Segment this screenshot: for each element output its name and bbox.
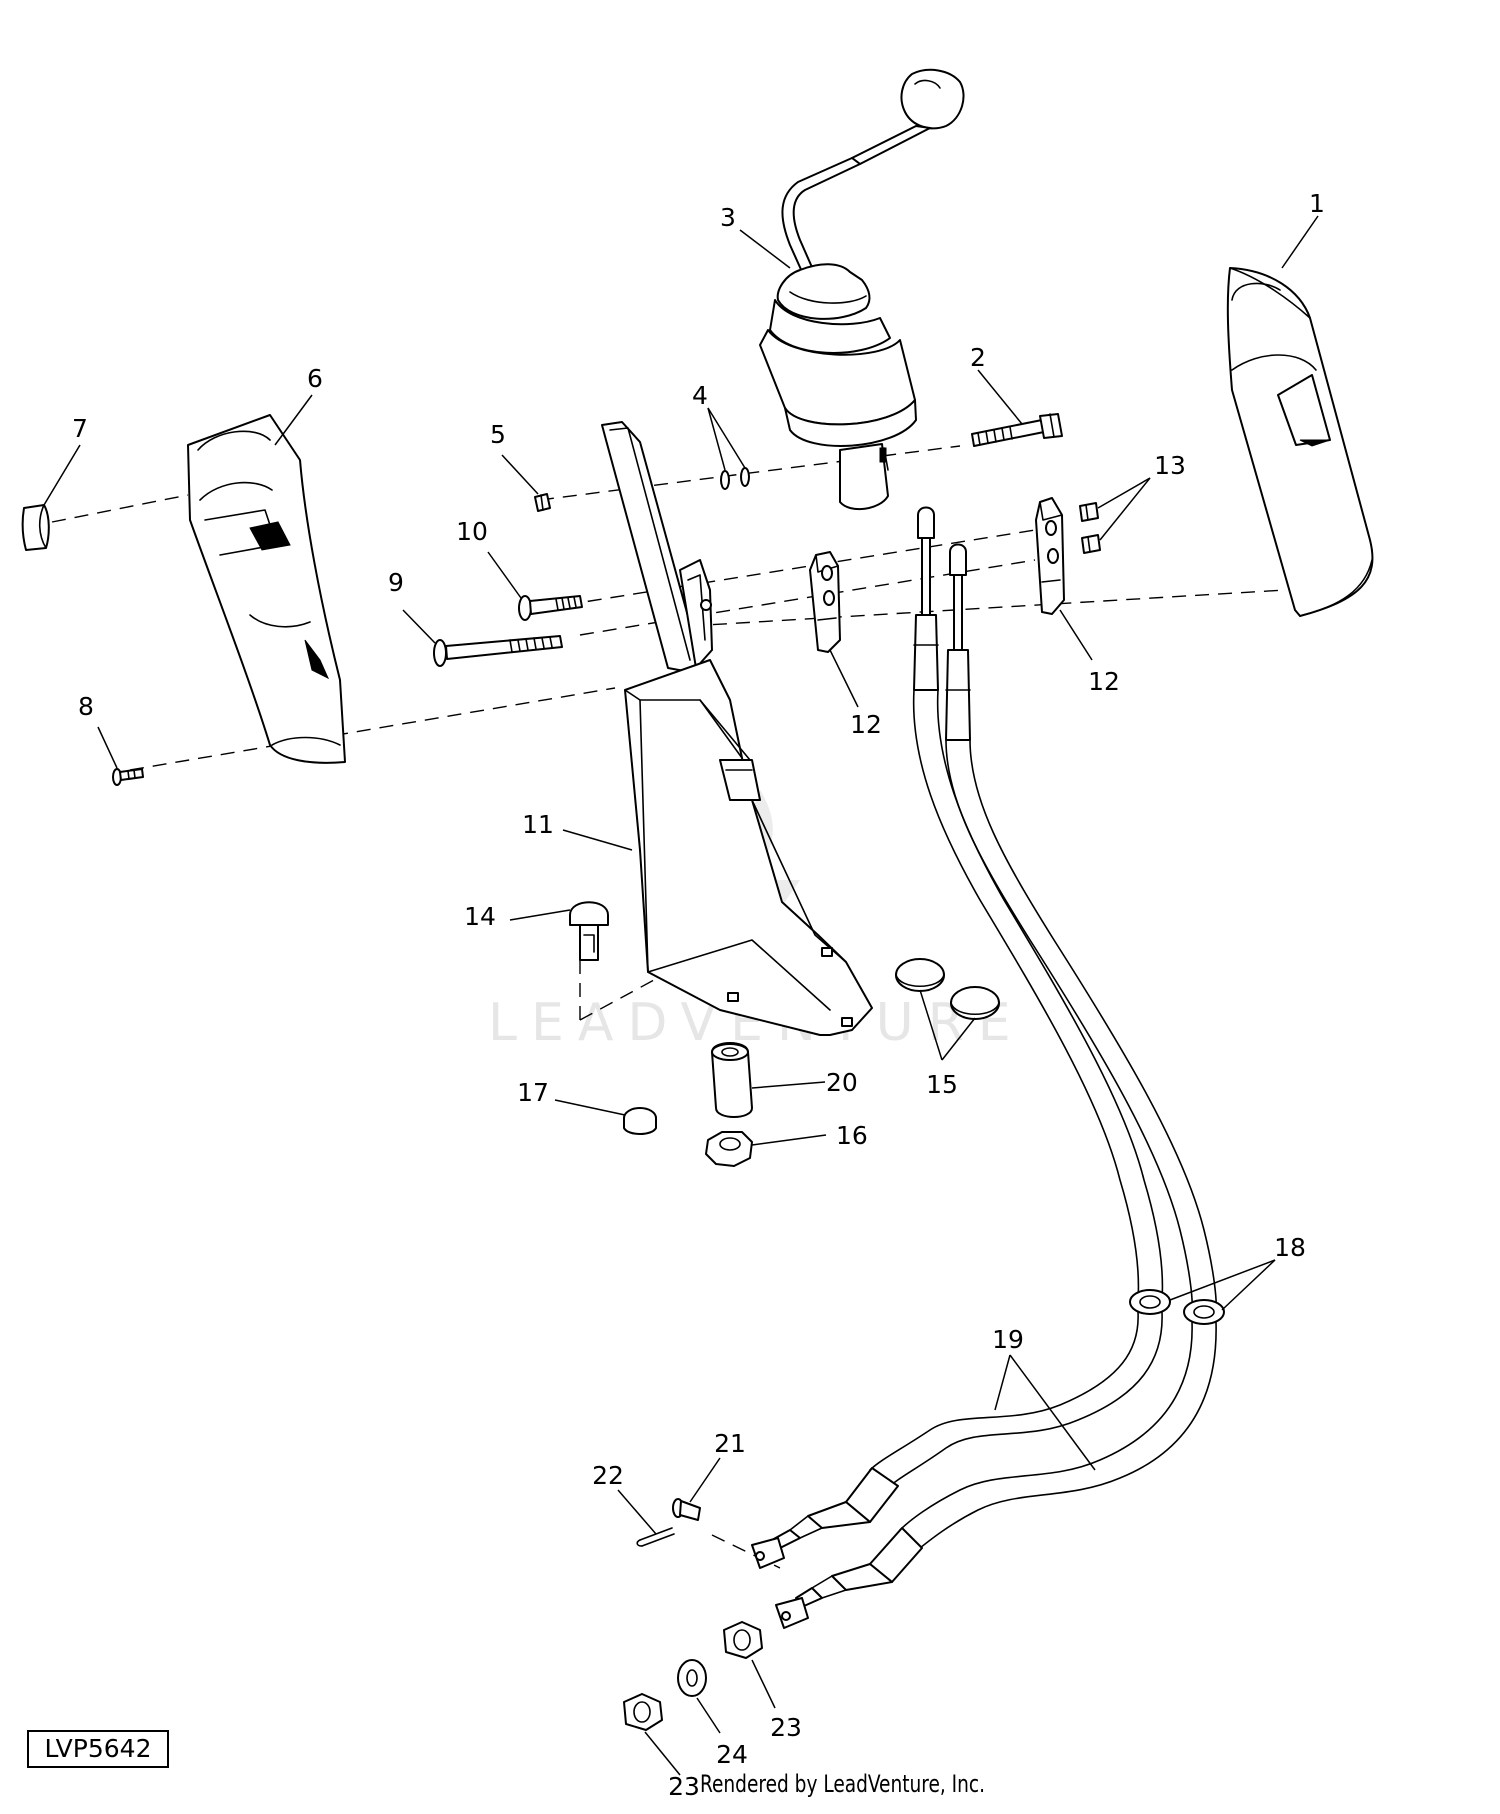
callout-16: 16 <box>836 1121 868 1150</box>
callout-13: 13 <box>1154 451 1186 480</box>
callout-labels: 1 2 3 4 5 6 7 8 9 10 11 12 12 13 14 15 1… <box>72 189 1325 1801</box>
callout-15: 15 <box>926 1070 958 1099</box>
washers <box>720 467 750 490</box>
cotter-pin <box>636 1527 675 1547</box>
left-console-cover <box>187 414 346 764</box>
plugs <box>895 958 1000 1020</box>
flange-nut <box>705 1131 753 1167</box>
callout-5: 5 <box>490 420 506 449</box>
carriage-bolt <box>569 901 609 961</box>
cable-clip-left <box>809 551 841 653</box>
end-cap <box>21 504 50 551</box>
shift-lever-assembly <box>759 68 965 511</box>
callout-3: 3 <box>720 203 736 232</box>
callout-8: 8 <box>78 692 94 721</box>
control-cables <box>751 506 1225 1629</box>
cable-clip-right <box>1035 497 1065 615</box>
leader-lines <box>43 215 1319 1776</box>
spacer <box>711 1042 753 1118</box>
callout-14: 14 <box>464 902 496 931</box>
credit-text: Rendered by LeadVenture, Inc. <box>700 1770 986 1798</box>
bolt-long <box>433 635 563 667</box>
callout-4: 4 <box>692 381 708 410</box>
flat-washer <box>677 1659 707 1697</box>
callout-23-left: 23 <box>668 1772 700 1801</box>
callout-2: 2 <box>970 343 986 372</box>
mounting-bracket <box>601 421 873 1036</box>
callout-22: 22 <box>592 1461 624 1490</box>
callout-24: 24 <box>716 1740 748 1769</box>
callout-7: 7 <box>72 414 88 443</box>
callout-6: 6 <box>307 364 323 393</box>
callout-12-right: 12 <box>1088 667 1120 696</box>
pivot-bolt <box>971 413 1063 447</box>
small-plug <box>623 1107 657 1135</box>
clevis-pin <box>672 1498 701 1521</box>
callout-20: 20 <box>826 1068 858 1097</box>
right-console-cover <box>1226 267 1374 617</box>
diagram-id: LVP5642 <box>27 1730 169 1768</box>
callout-11: 11 <box>522 810 554 839</box>
bolt-short <box>518 595 583 621</box>
callout-10: 10 <box>456 517 488 546</box>
callout-12-left: 12 <box>850 710 882 739</box>
hex-nut-lower-left <box>623 1693 663 1731</box>
callout-9: 9 <box>388 568 404 597</box>
hex-nut-lower-right <box>723 1621 763 1659</box>
callout-1: 1 <box>1309 189 1325 218</box>
callout-17: 17 <box>517 1078 549 1107</box>
callout-21: 21 <box>714 1429 746 1458</box>
callout-19: 19 <box>992 1325 1024 1354</box>
retaining-clips <box>1079 502 1101 554</box>
callout-18: 18 <box>1274 1233 1306 1262</box>
screw <box>112 768 144 786</box>
hex-nut <box>534 493 551 512</box>
callout-23-right: 23 <box>770 1713 802 1742</box>
